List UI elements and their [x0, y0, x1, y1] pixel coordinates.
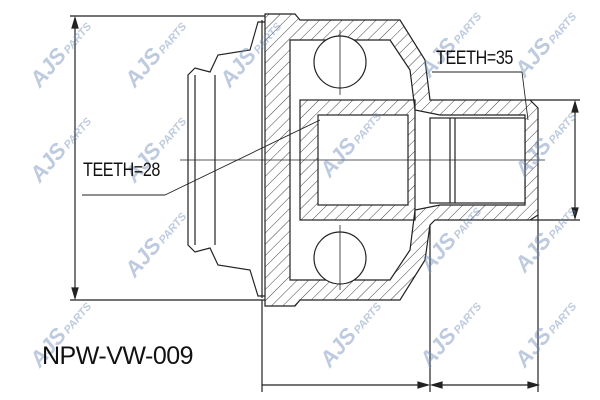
teeth28-leader [164, 119, 321, 196]
inner-teeth-label: TEETH=28 [83, 160, 160, 181]
outer-teeth-label: TEETH=35 [436, 48, 513, 69]
teeth35-leader [521, 71, 529, 121]
stub-shaft [429, 117, 526, 204]
part-number: NPW-VW-009 [42, 342, 194, 370]
